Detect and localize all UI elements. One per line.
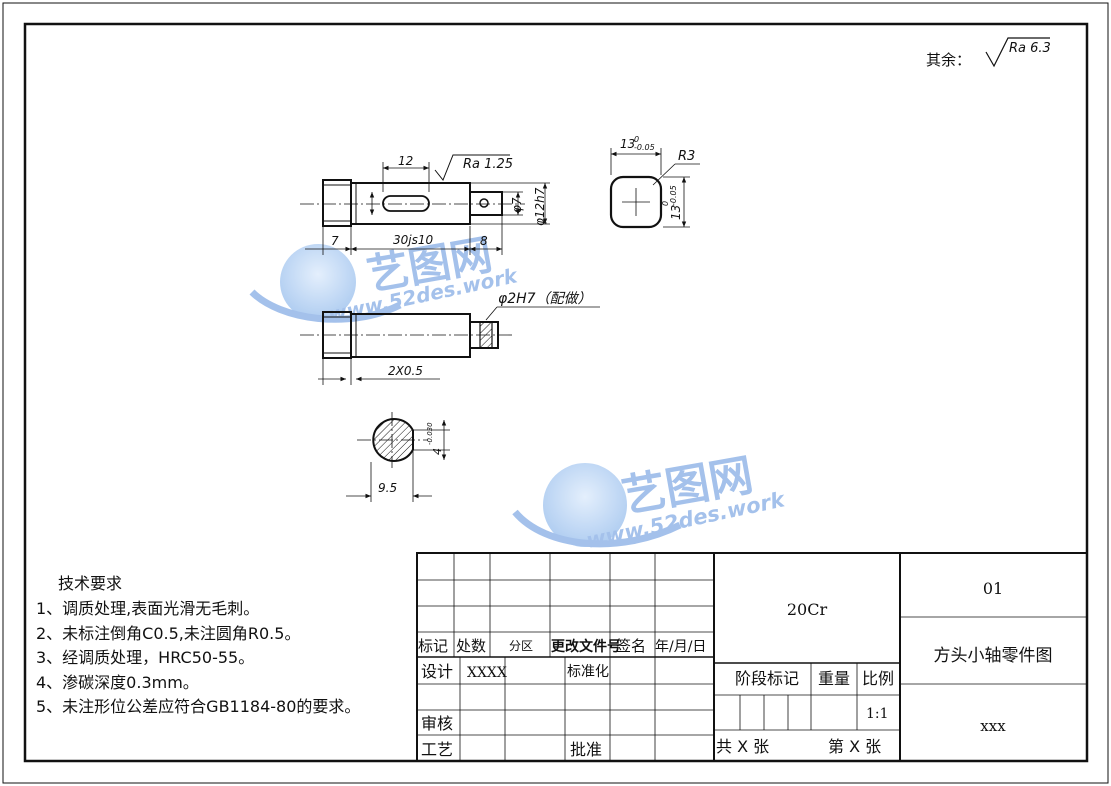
watermark-swoosh-icon <box>512 509 682 548</box>
roughness-value: Ra 6.3 <box>1009 41 1051 56</box>
dim-slot-length: 12 <box>398 154 413 168</box>
tb-scale-label: 比例 <box>862 669 894 688</box>
tech-req-item: 4、渗碳深度0.3mm。 <box>36 673 199 692</box>
tb-header-date: 年/月/日 <box>655 639 706 655</box>
tb-process-label: 工艺 <box>421 740 453 759</box>
tb-header-count: 处数 <box>456 637 486 655</box>
tb-weight-label: 重量 <box>818 669 850 688</box>
general-roughness-note: 其余： Ra 6.3 <box>926 37 1051 69</box>
tb-header-zone: 分区 <box>509 639 533 653</box>
shaft-second-view-dimensions <box>318 306 600 385</box>
dim-square-width-tol-top: 0 <box>634 135 639 144</box>
dim-section-width: 9.5 <box>378 481 397 495</box>
dim-square-height-tol-bottom: -0.05 <box>669 185 678 206</box>
tech-req-title: 技术要求 <box>58 574 122 593</box>
tb-standardize-label: 标准化 <box>567 664 609 680</box>
dim-hole-note: φ2H7（配做） <box>498 291 592 307</box>
dim-head-length: 7 <box>331 234 339 248</box>
key-cross-section <box>346 412 450 502</box>
tb-design-label: 设计 <box>421 662 453 681</box>
dim-body-length: 30js10 <box>393 233 433 247</box>
roughness-symbol-icon <box>985 37 1050 68</box>
tb-material: 20Cr <box>787 600 828 619</box>
tb-company: xxx <box>980 717 1006 735</box>
title-block <box>416 552 1088 762</box>
technical-requirements: 技术要求 1、调质处理,表面光滑无毛刺。 2、未标注倒角C0.5,未注圆角R0.… <box>36 574 360 716</box>
tb-header-mark: 标记 <box>418 637 448 655</box>
dim-square-height: 13 <box>669 205 683 220</box>
watermark-globe-icon <box>543 463 627 547</box>
tb-part-name: 方头小轴零件图 <box>934 646 1053 666</box>
watermark-swoosh-icon <box>249 289 402 323</box>
tech-req-item: 3、经调质处理，HRC50-55。 <box>36 648 254 667</box>
tech-req-item: 5、未注形位公差应符合GB1184-80的要求。 <box>36 697 360 716</box>
tb-sheet-no: 第 X 张 <box>828 737 881 756</box>
dim-key-tol: -0.030 <box>426 422 434 445</box>
dim-radius: R3 <box>678 149 695 164</box>
shaft-second-view <box>300 311 515 359</box>
dim-dia-7: φ7 <box>510 197 524 213</box>
tb-review-label: 审核 <box>421 714 453 733</box>
tb-header-sign: 签名 <box>616 637 646 655</box>
tb-header-change-doc: 更改文件号 <box>551 638 621 655</box>
dim-dia-12h7: φ12h7 <box>533 187 547 226</box>
dim-chamfer: 2X0.5 <box>388 364 423 378</box>
shaft-front-view <box>300 179 525 227</box>
tb-drawing-no: 01 <box>983 579 1003 598</box>
dim-square-width-tol-bottom: -0.05 <box>634 143 655 152</box>
tb-approve-label: 批准 <box>570 740 602 759</box>
tech-req-item: 2、未标注倒角C0.5,未注圆角R0.5。 <box>36 624 300 643</box>
dim-key-height: 4 <box>431 448 444 455</box>
square-head-end-view <box>609 148 700 229</box>
tb-designer: XXXX <box>467 665 507 681</box>
shaft-front-view-dimensions <box>305 154 550 255</box>
watermark-lower: 艺图网 www.52des.work <box>512 450 789 553</box>
watermark-globe-icon <box>280 244 356 320</box>
dim-square-height-tol-top: 0 <box>661 201 670 206</box>
tech-req-item: 1、调质处理,表面光滑无毛刺。 <box>36 599 259 618</box>
dim-end-length: 8 <box>480 234 488 248</box>
tb-stage-mark-label: 阶段标记 <box>735 669 799 688</box>
dim-roughness-slot: Ra 1.25 <box>463 157 513 172</box>
roughness-prefix: 其余： <box>926 51 971 69</box>
tb-total-sheets: 共 X 张 <box>716 737 769 756</box>
title-block-text: 标记 处数 分区 更改文件号 签名 年/月/日 设计 XXXX 标准化 审核 工… <box>418 579 1053 759</box>
dim-square-width: 13 <box>620 137 635 151</box>
tb-scale-value: 1:1 <box>866 706 889 722</box>
